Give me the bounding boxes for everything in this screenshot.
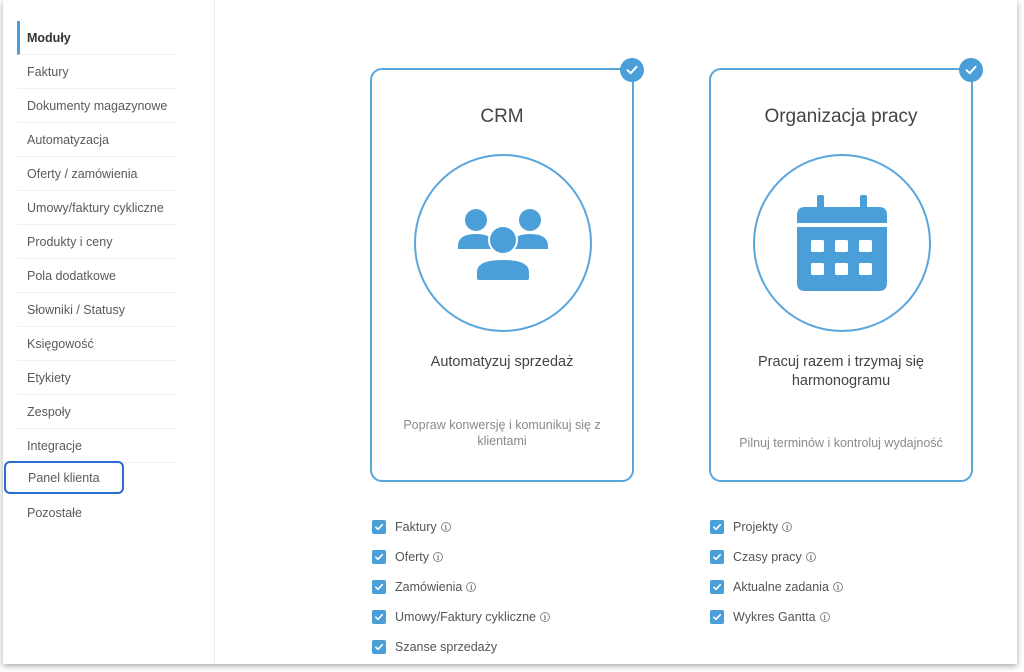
sidebar-item-pola-dodatkowe[interactable]: Pola dodatkowe (17, 259, 177, 293)
feature-item-zamowienia[interactable]: Zamówienia i (372, 572, 550, 602)
sidebar-item-moduly[interactable]: Moduły (17, 21, 177, 55)
calendar-icon (797, 195, 887, 291)
info-icon[interactable]: i (540, 612, 550, 622)
info-icon[interactable]: i (433, 552, 444, 562)
sidebar-item-ksiegowosc[interactable]: Księgowość (17, 327, 177, 361)
card-selected-check-icon (959, 58, 983, 82)
sidebar-item-automatyzacja[interactable]: Automatyzacja (17, 123, 177, 157)
sidebar-item-produkty-i-ceny[interactable]: Produkty i ceny (17, 225, 177, 259)
card-description: Popraw konwersję i komunikuj się z klien… (403, 418, 601, 448)
sidebar-item-faktury[interactable]: Faktury (17, 55, 177, 89)
sidebar-item-pozostale[interactable]: Pozostałe (27, 506, 82, 520)
feature-item-projekty[interactable]: Projekty i (710, 512, 843, 542)
feature-item-umowy-faktury-cykliczne[interactable]: Umowy/Faktury cykliczne i (372, 602, 550, 632)
card-title: CRM (480, 106, 524, 127)
info-icon[interactable]: i (440, 522, 451, 532)
checkbox-checked-icon[interactable] (710, 550, 724, 564)
card-selected-check-icon (620, 58, 644, 82)
info-icon[interactable]: i (466, 582, 477, 592)
feature-item-aktualne-zadania[interactable]: Aktualne zadania i (710, 572, 843, 602)
sidebar-item-integracje[interactable]: Integracje (17, 429, 177, 463)
card-icon-circle (753, 154, 931, 332)
module-card-organizacja-pracy[interactable]: Organizacja pracy Pracuj razem i trzymaj… (709, 58, 983, 482)
sidebar-item-oferty-zamowienia[interactable]: Oferty / zamówienia (17, 157, 177, 191)
sidebar-item-slowniki-statusy[interactable]: Słowniki / Statusy (17, 293, 177, 327)
sidebar-item-dokumenty-magazynowe[interactable]: Dokumenty magazynowe (17, 89, 177, 123)
feature-label: Zamówienia (395, 580, 463, 594)
feature-label: Czasy pracy (733, 550, 802, 564)
sidebar-item-zespoly[interactable]: Zespoły (17, 395, 177, 429)
info-icon[interactable]: i (832, 582, 843, 592)
feature-item-wykres-gantta[interactable]: Wykres Gantta i (710, 602, 843, 632)
module-card-crm[interactable]: CRM Automatyzuj sprzedaż Popraw konwersj… (370, 58, 644, 482)
feature-label: Oferty (395, 550, 430, 564)
feature-label: Aktualne zadania (733, 580, 829, 594)
feature-item-faktury[interactable]: Faktury i (372, 512, 550, 542)
checkbox-checked-icon[interactable] (372, 610, 386, 624)
sidebar-item-panel-klienta[interactable]: Panel klienta (4, 461, 124, 494)
checkbox-checked-icon[interactable] (372, 580, 386, 594)
checkbox-checked-icon[interactable] (710, 610, 724, 624)
checkbox-checked-icon[interactable] (710, 520, 724, 534)
crm-feature-list: Faktury i Oferty i Zamówienia i Umowy/Fa… (372, 512, 550, 662)
card-icon-circle (414, 154, 592, 332)
card-heading: Automatyzuj sprzedaż (430, 354, 574, 370)
sidebar-nav: Moduły Faktury Dokumenty magazynowe Auto… (3, 0, 215, 664)
feature-label: Projekty (733, 520, 779, 534)
sidebar-item-etykiety[interactable]: Etykiety (17, 361, 177, 395)
organizacja-pracy-feature-list: Projekty i Czasy pracy i Aktualne zadani… (710, 512, 843, 632)
checkbox-checked-icon[interactable] (710, 580, 724, 594)
info-icon[interactable]: i (805, 552, 816, 562)
feature-item-szanse-sprzedazy[interactable]: Szanse sprzedaży (372, 632, 550, 662)
checkbox-checked-icon[interactable] (372, 520, 386, 534)
feature-label: Umowy/Faktury cykliczne (395, 610, 536, 624)
feature-item-czasy-pracy[interactable]: Czasy pracy i (710, 542, 843, 572)
users-icon (458, 209, 548, 280)
feature-label: Wykres Gantta (733, 610, 816, 624)
card-title: Organizacja pracy (764, 106, 918, 127)
card-description: Pilnuj terminów i kontroluj wydajność (739, 436, 943, 450)
checkbox-checked-icon[interactable] (372, 550, 386, 564)
app-frame: Moduły Faktury Dokumenty magazynowe Auto… (3, 0, 1017, 664)
checkbox-checked-icon[interactable] (372, 640, 386, 654)
feature-label: Faktury (395, 520, 437, 534)
feature-item-oferty[interactable]: Oferty i (372, 542, 550, 572)
info-icon[interactable]: i (782, 522, 793, 532)
info-icon[interactable]: i (819, 612, 830, 622)
sidebar-item-umowy-faktury-cykliczne[interactable]: Umowy/faktury cykliczne (17, 191, 177, 225)
feature-label: Szanse sprzedaży (395, 640, 498, 654)
card-heading: Pracuj razem i trzymaj się harmonogramu (758, 354, 924, 389)
